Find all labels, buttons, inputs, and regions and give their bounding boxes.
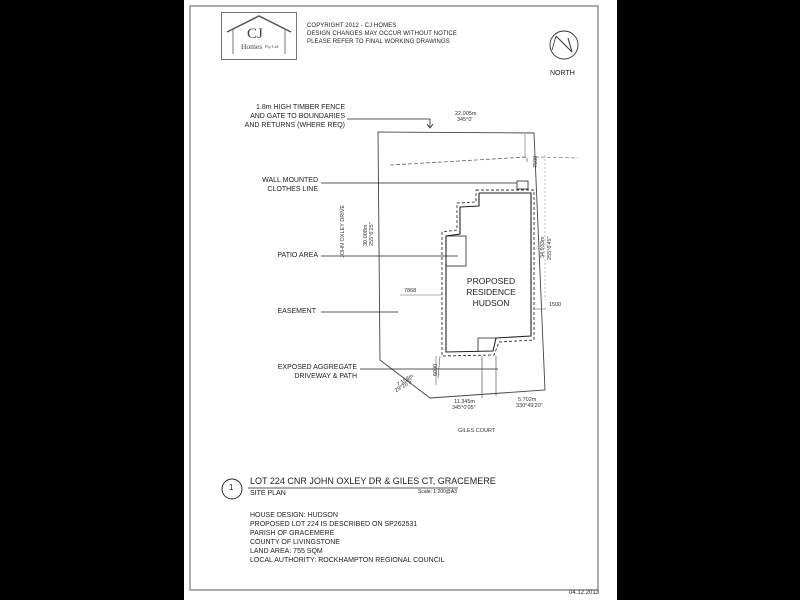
fence-callout-3: AND RETURNS (WHERE REQ): [244, 122, 345, 129]
house-roof-icon: [221, 12, 297, 60]
drawing-number: 1: [229, 483, 234, 492]
rear-boundary-extension: [534, 156, 579, 159]
logo-suffix: Pty Ltd: [265, 44, 279, 49]
clothes-line-box: [516, 180, 529, 190]
dim-right-bearing: 255°6'45": [547, 236, 553, 260]
drawing-title: LOT 224 CNR JOHN OXLEY DR & GILES CT, GR…: [250, 476, 496, 486]
detail-land-area: LAND AREA: 755 SQM: [250, 548, 323, 555]
residence-label-1: PROPOSED: [466, 276, 516, 286]
drawing-scale: Scale: 1:200@A3: [418, 489, 457, 495]
dim-bottom-bearing-2: 330°49'20": [516, 403, 543, 409]
driveway-callout-1: EXPOSED AGGREGATE: [277, 364, 357, 371]
street-left-label: JOHN OXLEY DRIVE: [340, 204, 346, 258]
setback-left: 7868: [404, 288, 417, 294]
logo-initials: CJ: [247, 26, 263, 42]
copyright-line-3: PLEASE REFER TO FINAL WORKING DRAWINGS: [307, 39, 450, 45]
detail-lot-description: PROPOSED LOT 224 IS DESCRIBED ON SP26253…: [250, 521, 418, 528]
fence-leader-arrow: [426, 123, 434, 129]
fence-leader: [347, 118, 431, 128]
detail-local-authority: LOCAL AUTHORITY: ROCKHAMPTON REGIONAL CO…: [250, 557, 445, 564]
dim-bottom-length-1: 11.345m: [454, 399, 475, 405]
dwelling-outline: [445, 192, 532, 353]
street-bottom-label: GILES COURT: [458, 428, 496, 434]
easement-callout: EASEMENT: [277, 308, 316, 315]
dim-right-length: 34.933m: [540, 236, 546, 258]
clothes-callout-2: CLOTHES LINE: [267, 186, 318, 193]
patio-callout: PATIO AREA: [277, 252, 318, 259]
fence-line: [389, 156, 528, 166]
logo-name: Homes: [241, 42, 263, 51]
detail-house-design: HOUSE DESIGN: HUDSON: [250, 512, 338, 519]
dim-left-bearing: 255°6'25": [369, 222, 375, 246]
dim-top-length: 22.005m: [455, 111, 477, 117]
drawing-border: [189, 5, 599, 591]
detail-parish: PARISH OF GRACEMERE: [250, 530, 335, 537]
residence-label-3: HUDSON: [472, 298, 510, 308]
setback-right: 1500: [549, 302, 562, 308]
clothes-callout-1: WALL MOUNTED: [262, 177, 318, 184]
setback-rear: 7500: [533, 155, 539, 168]
driveway-callout-2: DRIVEWAY & PATH: [294, 373, 357, 380]
setback-front: 6000: [433, 363, 439, 376]
company-logo: CJ Homes Pty Ltd: [221, 12, 297, 60]
drawing-number-circle: [221, 478, 243, 500]
north-arrow-icon: [549, 30, 579, 60]
north-label: NORTH: [550, 70, 575, 77]
lot-boundary: [377, 131, 546, 399]
fence-callout-2: AND GATE TO BOUNDARIES: [250, 113, 345, 120]
copyright-line-2: DESIGN CHANGES MAY OCCUR WITHOUT NOTICE: [307, 31, 457, 37]
patio-rect: [445, 235, 467, 267]
residence-label-2: RESIDENCE: [466, 287, 516, 297]
setback-envelope: [441, 189, 535, 357]
copyright-line-1: COPYRIGHT 2012 - CJ HOMES: [307, 23, 397, 29]
dim-bottom-length-2: 5.702m: [518, 397, 537, 403]
drawing-date: 04.12.2013: [569, 590, 600, 596]
fence-callout-1: 1.8m HIGH TIMBER FENCE: [256, 104, 345, 111]
drawing-subtitle: SITE PLAN: [250, 490, 286, 497]
dim-bottom-bearing-1: 345°0'05": [452, 405, 476, 411]
dim-top-bearing: 345°0': [457, 117, 473, 123]
detail-county: COUNTY OF LIVINGSTONE: [250, 539, 340, 546]
